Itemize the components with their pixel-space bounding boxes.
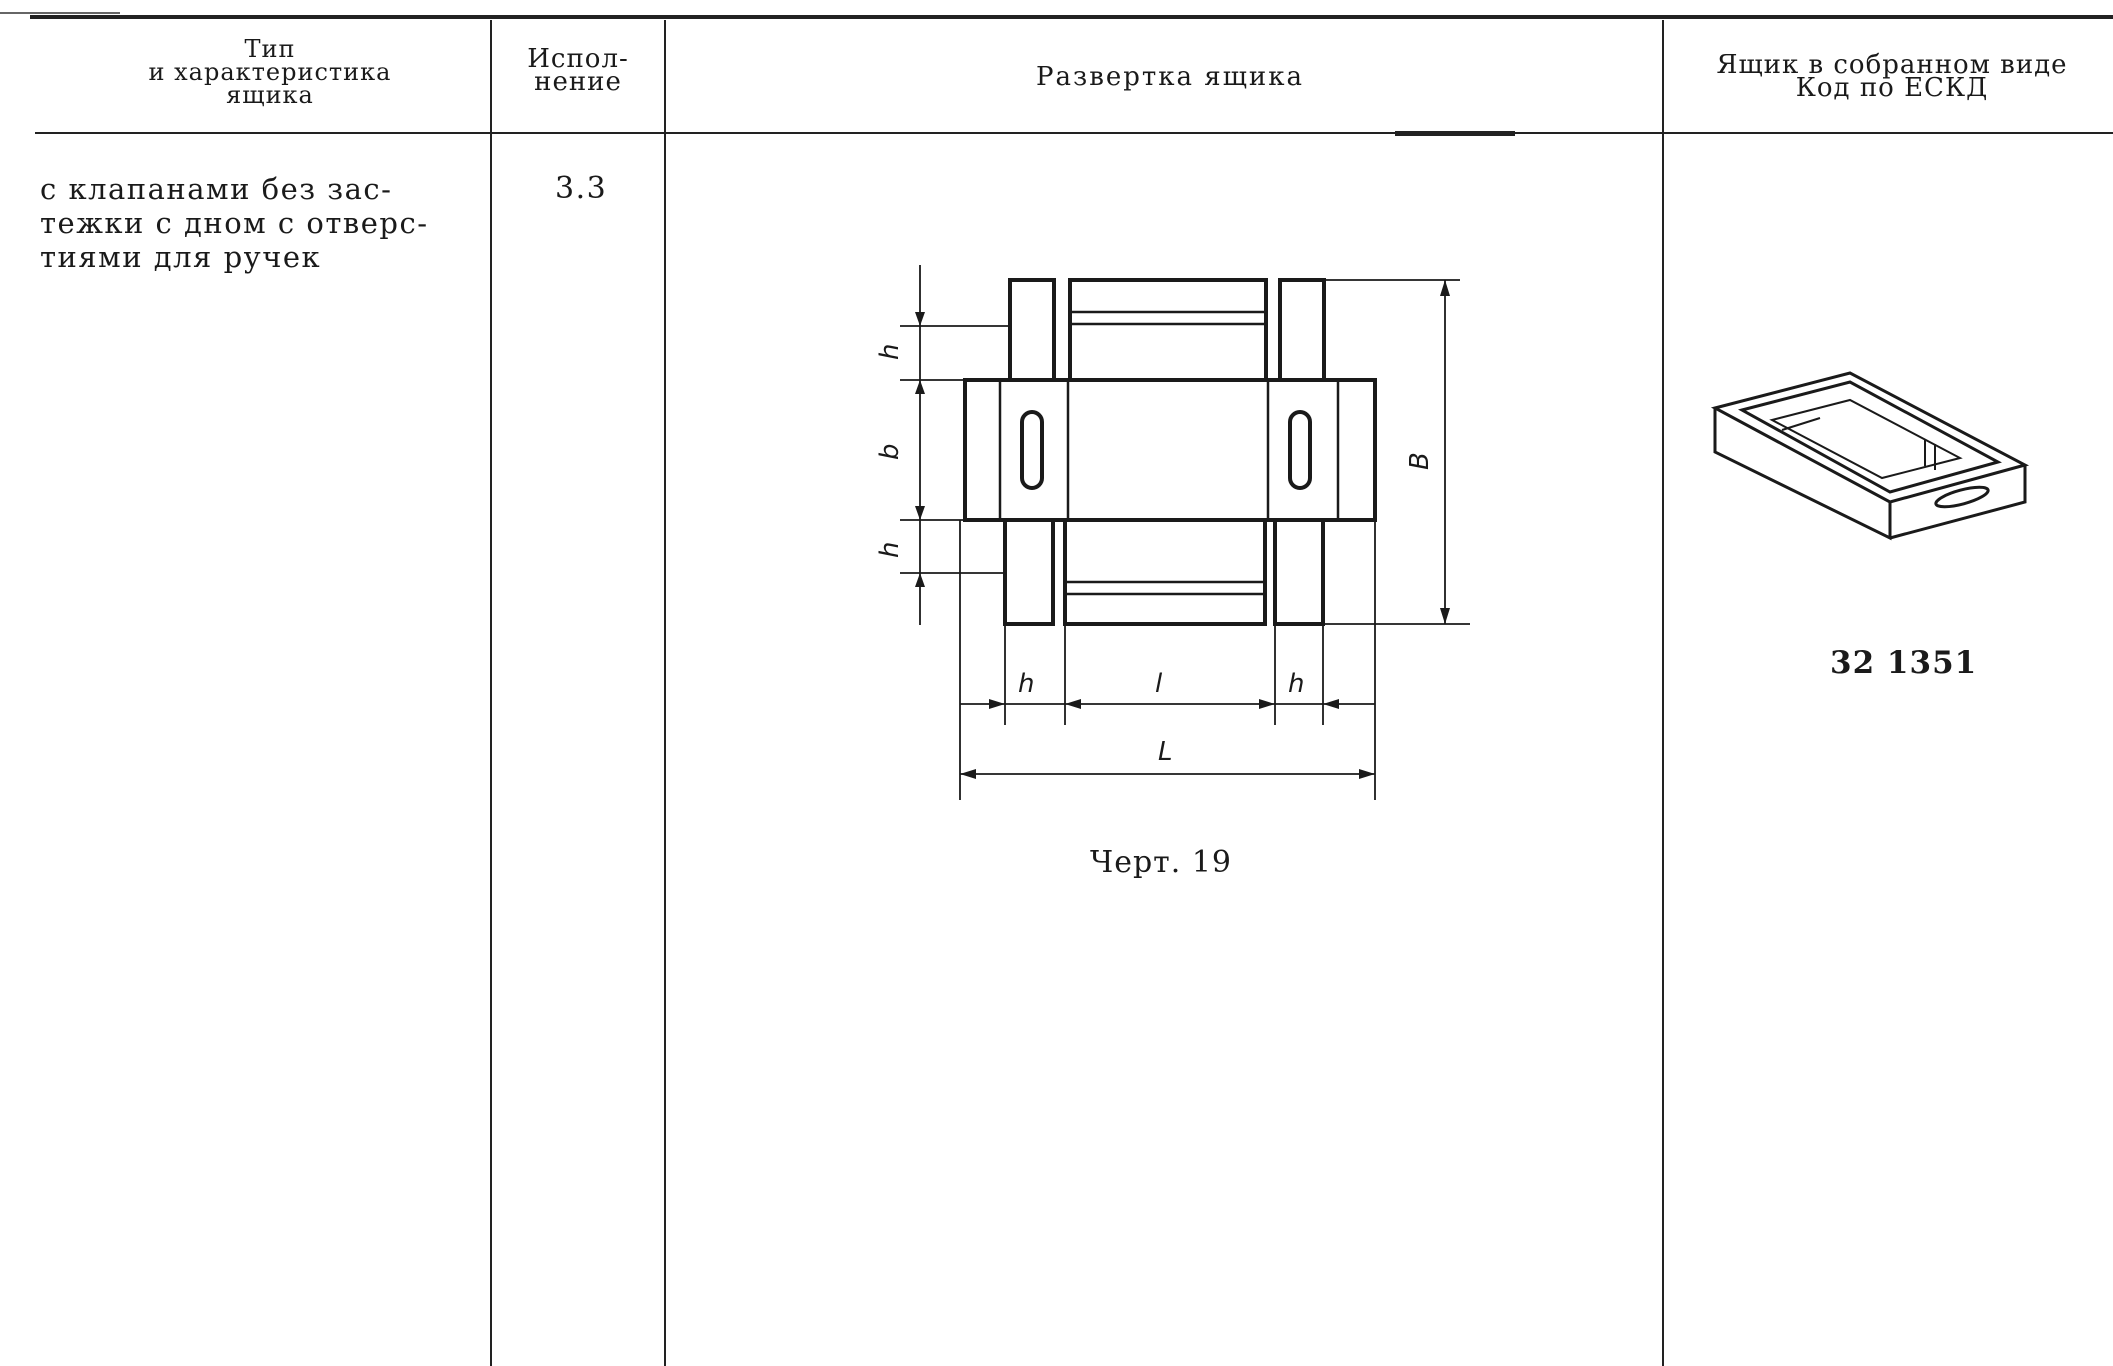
label-B: B <box>1405 452 1435 470</box>
column-divider-1 <box>490 20 492 1366</box>
flap-bottom-right <box>1273 518 1325 626</box>
label-h-top: h <box>875 344 905 360</box>
flap-top-right <box>1278 278 1326 382</box>
handle-hole-right <box>1288 410 1312 490</box>
drawing-caption: Черт. 19 <box>1090 845 1232 880</box>
label-h-bottom: h <box>875 542 905 558</box>
top-rule <box>30 15 2113 19</box>
row-version: 3.3 <box>555 171 608 206</box>
label-L: L <box>1158 737 1173 767</box>
column-divider-2 <box>664 20 666 1366</box>
eskd-code: 32 1351 <box>1830 645 1978 681</box>
row-description: с клапанами без зас- тежки с дном с отве… <box>40 172 429 274</box>
header-rule-thick <box>1395 131 1515 136</box>
flap-top-left <box>1008 278 1056 382</box>
box-unfold-drawing: h b h B h l h L <box>875 265 1470 800</box>
top-rule-left-fragment <box>0 12 120 14</box>
handle-hole-left <box>1020 410 1044 490</box>
header-assembled: Ящик в собранном виде Код по ЕСКД <box>1716 50 2068 103</box>
header-version: Испол- нение <box>527 44 629 97</box>
flap-bottom-left <box>1003 518 1055 626</box>
label-b: b <box>875 443 905 460</box>
label-l: l <box>1155 669 1163 699</box>
flap-bottom-center <box>1063 518 1267 626</box>
flap-top-center <box>1068 278 1268 382</box>
main-band <box>963 378 1377 522</box>
header-unfold: Развертка ящика <box>1036 62 1304 92</box>
label-h-left: h <box>1018 669 1034 699</box>
column-divider-3 <box>1662 20 1664 1366</box>
header-rule <box>35 132 2113 134</box>
assembled-box-drawing <box>1710 371 2030 541</box>
header-type: Тип и характеристика ящика <box>148 35 392 109</box>
label-h-right: h <box>1288 669 1304 699</box>
